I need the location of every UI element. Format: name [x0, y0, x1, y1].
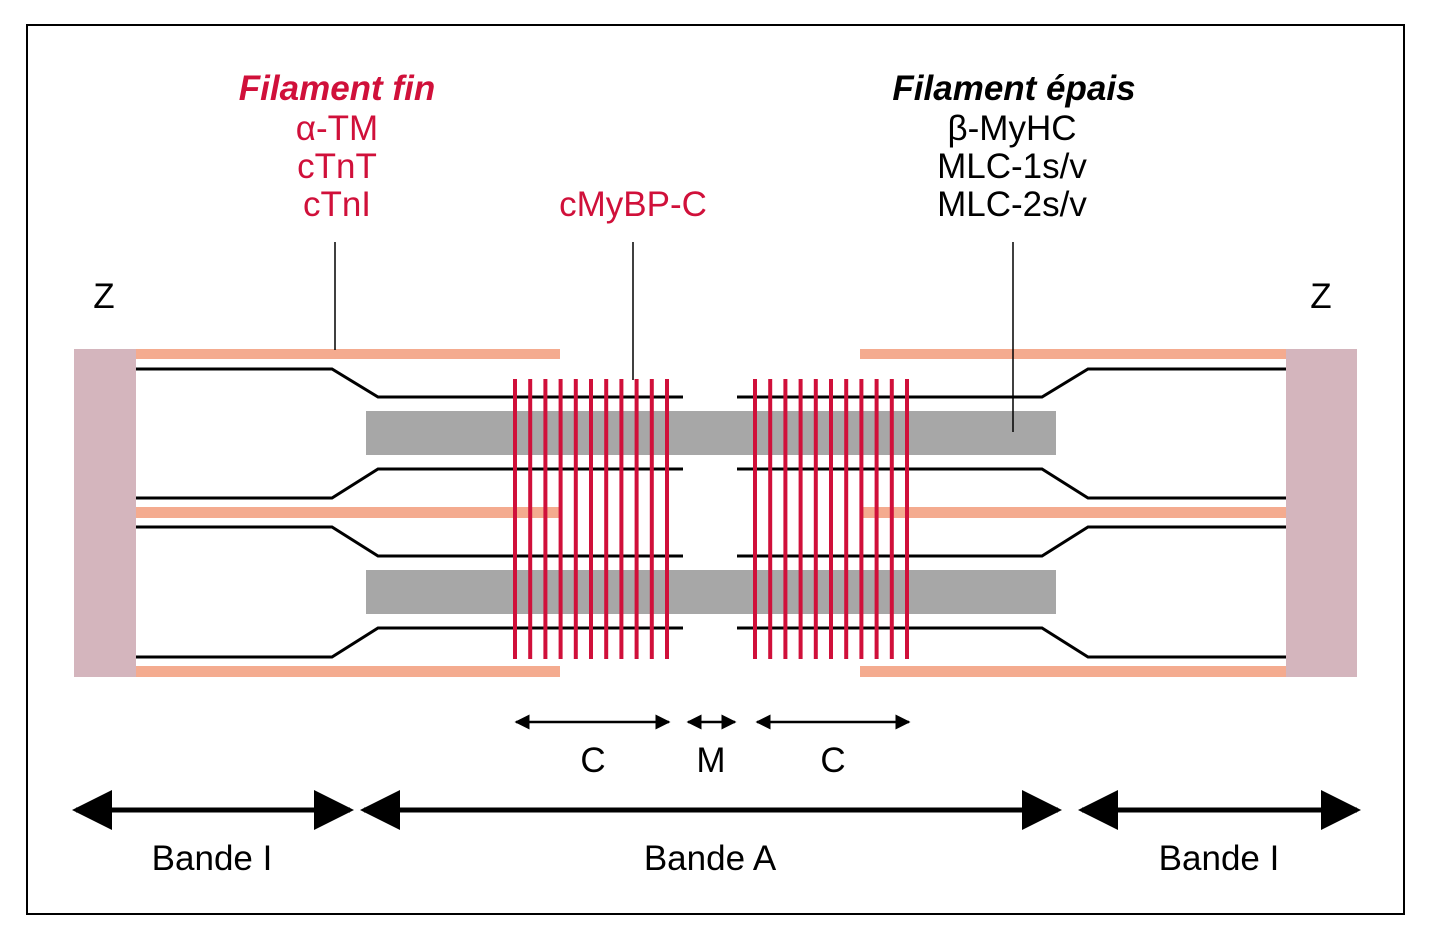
- thick-filament-item-3: MLC-2s/v: [937, 185, 1087, 224]
- thin-filament-lines: [136, 367, 1286, 659]
- z-label-right: Z: [1310, 277, 1331, 316]
- thin-line-r4: [737, 626, 1286, 659]
- z-disc-right: [1286, 349, 1357, 677]
- mybpc-stripes-right: [753, 379, 909, 659]
- thin-filament-item-2: cTnT: [297, 147, 377, 186]
- thin-line-r3: [737, 525, 1286, 558]
- thick-filament-item-2: MLC-1s/v: [937, 147, 1087, 186]
- zone-c-left-label: C: [580, 741, 605, 780]
- thin-filament-bands: [136, 349, 1286, 677]
- band-i-right-label: Bande I: [1159, 839, 1280, 878]
- zone-c-right-label: C: [820, 741, 845, 780]
- thin-band-left-bottom: [136, 666, 560, 677]
- zone-m-label: M: [696, 741, 725, 780]
- thin-line-l4: [136, 626, 683, 659]
- thin-band-right-mid: [860, 507, 1286, 518]
- thin-filament-item-3: cTnI: [303, 185, 371, 224]
- band-i-left-label: Bande I: [152, 839, 273, 878]
- thin-line-r2: [737, 467, 1286, 500]
- thin-band-left-top: [136, 349, 560, 359]
- thin-filament-title: Filament fin: [239, 69, 435, 108]
- mybpc-label: cMyBP-C: [559, 185, 707, 224]
- thin-band-right-bottom: [860, 666, 1286, 677]
- thick-filament-lower: [366, 570, 1056, 614]
- z-disc-left: [74, 349, 136, 677]
- thin-line-l2: [136, 467, 683, 500]
- thin-filament-item-1: α-TM: [296, 109, 378, 148]
- thin-line-r1: [737, 367, 1286, 399]
- thick-filament-title: Filament épais: [892, 69, 1135, 108]
- thin-line-l1: [136, 367, 683, 399]
- thin-line-l3: [136, 525, 683, 558]
- diagram-frame: [26, 24, 1405, 915]
- thick-filament-upper: [366, 411, 1056, 455]
- thin-band-right-top: [860, 349, 1286, 359]
- band-a-label: Bande A: [644, 839, 777, 878]
- mybpc-stripes-left: [513, 379, 669, 659]
- z-label-left: Z: [93, 277, 114, 316]
- thick-filament-item-1: β-MyHC: [948, 109, 1077, 148]
- thin-band-left-mid: [136, 507, 560, 518]
